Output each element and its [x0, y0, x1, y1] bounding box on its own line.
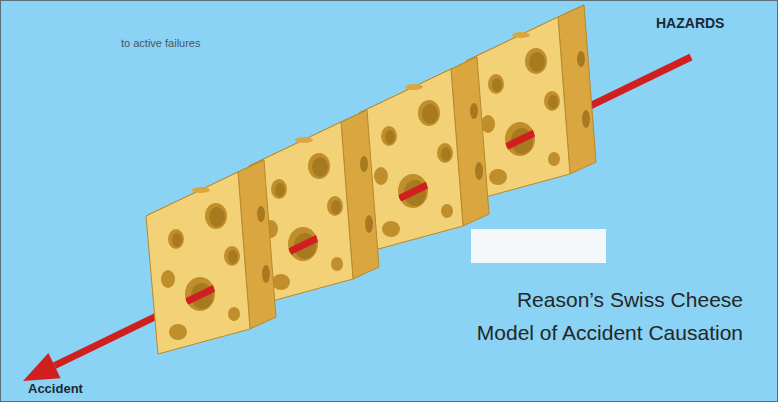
caption-text: Reason’s Swiss Cheese Model of Accident … [465, 283, 743, 349]
defence-slice [359, 57, 489, 251]
defence-slice [146, 160, 276, 354]
note-label: to active failures [121, 37, 200, 49]
hazards-label: HAZARDS [656, 15, 724, 31]
white-patch [471, 229, 606, 263]
hazard-arrow-shaft [55, 57, 692, 366]
hazard-arrow-head [23, 353, 61, 381]
accident-label: Accident [28, 381, 83, 396]
hazard-arrow-through-holes [55, 57, 692, 366]
